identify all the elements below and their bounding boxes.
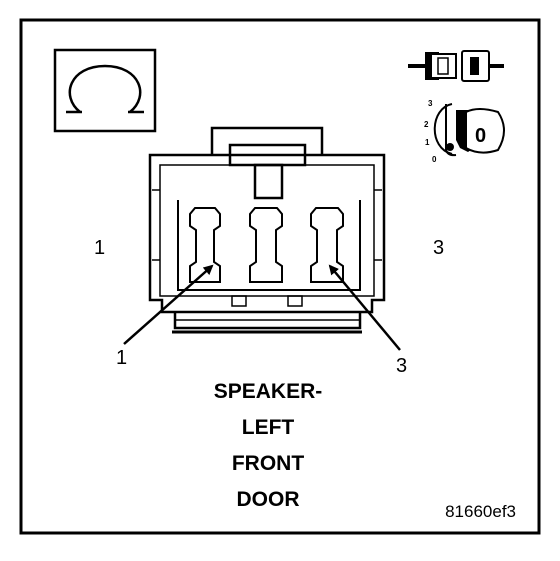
pin-callout-3: 3 — [396, 355, 407, 377]
terminal-cavity-3 — [310, 207, 344, 283]
side-label-left: 1 — [94, 237, 105, 259]
caption-line-3: FRONT — [232, 452, 304, 475]
terminal-cavity-2 — [249, 207, 283, 283]
ignition-position-2: 2 — [424, 120, 429, 129]
disconnected-connector-icon — [408, 50, 504, 82]
ignition-position-0: 0 — [432, 155, 437, 164]
connector-body — [148, 126, 386, 334]
pin-3-callout-arrow — [328, 264, 401, 351]
terminal-cavity-1 — [189, 207, 221, 283]
ignition-key-label: 0 — [475, 125, 486, 147]
caption-line-1: SPEAKER- — [214, 380, 323, 403]
connector-caption: SPEAKER- LEFT FRONT DOOR — [214, 380, 323, 511]
ignition-key-icon: 3 2 1 0 0 — [424, 99, 505, 164]
ignition-position-3: 3 — [428, 99, 433, 108]
ignition-position-1: 1 — [425, 138, 430, 147]
reference-code: 81660ef3 — [445, 502, 516, 521]
outer-frame — [19, 18, 541, 535]
side-label-right: 3 — [433, 237, 444, 259]
caption-line-4: DOOR — [237, 488, 300, 511]
pin-1-callout-arrow — [123, 264, 214, 345]
caption-line-2: LEFT — [242, 416, 295, 439]
ohm-symbol — [66, 64, 144, 114]
pin-callout-1: 1 — [116, 347, 127, 369]
ohm-symbol-box — [53, 48, 157, 133]
